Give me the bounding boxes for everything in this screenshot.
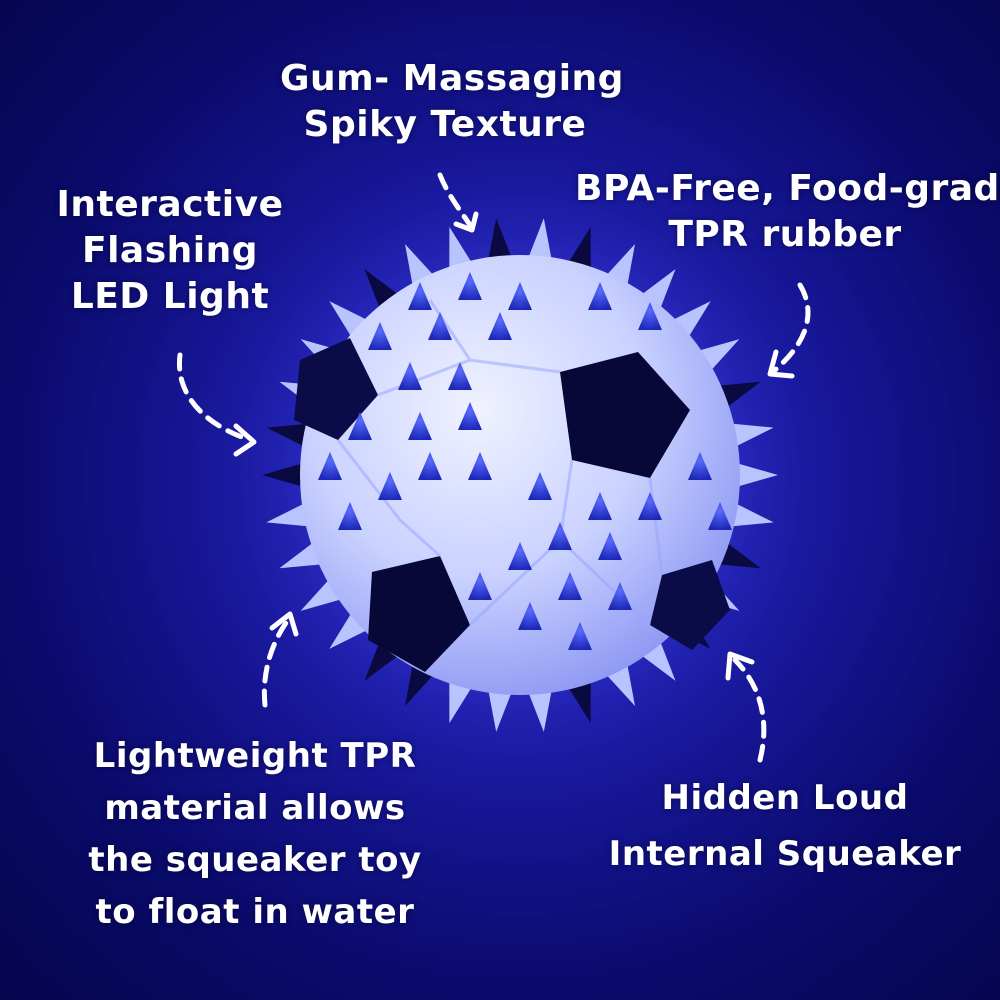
ball-spike xyxy=(638,492,662,520)
ball-spike xyxy=(558,572,582,600)
callout-line: BPA-Free, Food-grade xyxy=(575,168,1000,209)
callout-line: material allows xyxy=(104,788,406,828)
ball-spike xyxy=(368,322,392,350)
arrow-head-icon xyxy=(233,423,257,457)
ball-spike xyxy=(408,412,432,440)
callout-line: Internal Squeaker xyxy=(608,834,962,874)
ball-spike xyxy=(318,452,342,480)
ball-spike xyxy=(688,452,712,480)
ball-spike xyxy=(588,282,612,310)
ball-spike xyxy=(418,452,442,480)
ball-spike xyxy=(378,472,402,500)
callout-line: the squeaker toy xyxy=(88,840,422,880)
ball-spike xyxy=(528,472,552,500)
ball-spike xyxy=(598,532,622,560)
callout-line: Spiky Texture xyxy=(303,104,587,145)
ball-spike xyxy=(408,282,432,310)
ball-spike xyxy=(508,542,532,570)
ball-spike xyxy=(458,402,482,430)
ball-spike xyxy=(638,302,662,330)
ball-inner-spikes xyxy=(318,272,732,650)
arrow-led-light xyxy=(176,352,257,457)
callout-line: Gum- Massaging xyxy=(280,58,624,99)
arrow-lightweight xyxy=(261,611,299,708)
ball-spike xyxy=(568,622,592,650)
arrow-tpr-rubber xyxy=(767,282,811,379)
ball-spike xyxy=(458,272,482,300)
callout-tpr-rubber: BPA-Free, Food-grade TPR rubber xyxy=(575,166,1000,258)
dashed-arrow-icon xyxy=(261,617,291,708)
ball-spike xyxy=(428,312,452,340)
callout-line: LED Light xyxy=(70,276,270,317)
ball-dark-panel xyxy=(650,560,730,650)
ball-spike xyxy=(708,502,732,530)
callout-line: TPR rubber xyxy=(668,214,902,255)
ball-dark-panel xyxy=(368,556,470,672)
callout-line: to float in water xyxy=(95,892,415,932)
ball-spike xyxy=(608,582,632,610)
dashed-arrow-icon xyxy=(437,172,473,228)
dashed-arrow-icon xyxy=(176,352,253,443)
dashed-arrow-icon xyxy=(732,657,767,763)
dashed-arrow-icon xyxy=(772,282,811,373)
arrow-head-icon xyxy=(453,211,479,233)
arrow-squeaker xyxy=(725,651,767,763)
ball-dark-panel xyxy=(560,352,690,478)
callout-line: Lightweight TPR xyxy=(93,736,417,776)
callout-squeaker: Hidden Loud Internal Squeaker xyxy=(585,770,985,882)
arrow-spiky-texture xyxy=(437,172,479,233)
callout-lightweight: Lightweight TPR material allows the sque… xyxy=(55,730,455,938)
arrow-head-icon xyxy=(725,651,755,681)
ball-spike xyxy=(448,362,472,390)
ball-spike xyxy=(348,412,372,440)
callout-line: Flashing xyxy=(81,230,259,271)
ball-spike xyxy=(508,282,532,310)
ball-dark-panel xyxy=(294,338,378,440)
ball-spike xyxy=(588,492,612,520)
ball-spike xyxy=(488,312,512,340)
ball-spike xyxy=(338,502,362,530)
ball-spike xyxy=(468,452,492,480)
ball-spike xyxy=(468,572,492,600)
arrow-head-icon xyxy=(269,611,299,637)
callout-spiky-texture: Gum- Massaging Spiky Texture xyxy=(280,56,624,148)
ball-spike xyxy=(548,522,572,550)
ball-spike xyxy=(518,602,542,630)
callout-led-light: Interactive Flashing LED Light xyxy=(40,182,300,320)
ball-spike xyxy=(398,362,422,390)
callout-line: Interactive xyxy=(56,184,284,225)
arrow-head-icon xyxy=(767,349,795,379)
callout-line: Hidden Loud xyxy=(661,778,909,818)
